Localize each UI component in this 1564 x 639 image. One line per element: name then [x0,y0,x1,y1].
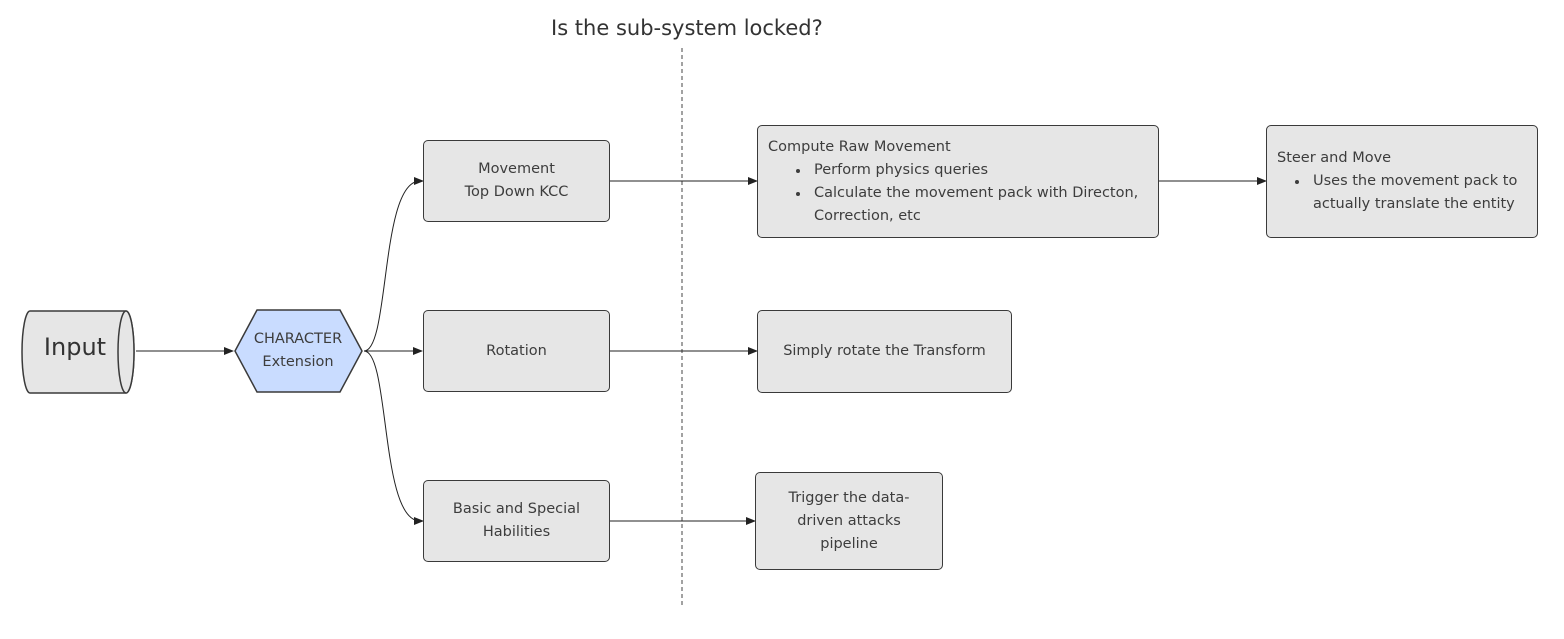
input-cylinder [21,310,135,394]
character-to-habilities-arrow [363,350,424,525]
compute-heading: Compute Raw Movement [768,139,951,155]
character-hexagon [234,309,363,393]
trigger-label: Trigger the data-driven attacks pipeline [788,489,910,552]
steer-bullet-1: Uses the movement pack to actually trans… [1295,170,1527,216]
character-label-line1: CHARACTER [253,331,343,347]
compute-raw-movement-box: Compute Raw Movement Perform physics que… [757,125,1159,238]
compute-bullet-list: Perform physics queries Calculate the mo… [768,159,1148,228]
movement-label-line2: Top Down KCC [464,184,569,200]
character-label: CHARACTER Extension [236,328,360,374]
rotation-label: Rotation [486,342,547,359]
diagram-title: Is the sub-system locked? [551,16,823,40]
habilities-box: Basic and Special Habilities [423,480,610,562]
rotate-desc-box: Simply rotate the Transform [757,310,1012,393]
compute-bullet-1: Perform physics queries [796,159,1148,182]
habilities-label-line1: Basic and Special [452,501,581,517]
compute-bullet-2: Calculate the movement pack with Directo… [796,182,1148,228]
rotate-desc-label: Simply rotate the Transform [783,343,986,359]
rotation-box: Rotation [423,310,610,392]
habilities-label-line2: Habilities [482,524,551,540]
movement-label-line1: Movement [478,161,555,177]
steer-heading: Steer and Move [1277,150,1392,166]
character-label-line2: Extension [262,354,334,370]
movement-box: Movement Top Down KCC [423,140,610,222]
steer-and-move-box: Steer and Move Uses the movement pack to… [1266,125,1538,238]
trigger-attacks-box: Trigger the data-driven attacks pipeline [755,472,943,570]
input-label: Input [43,333,107,361]
steer-bullet-list: Uses the movement pack to actually trans… [1277,170,1527,216]
character-to-movement-arrow [363,177,424,352]
